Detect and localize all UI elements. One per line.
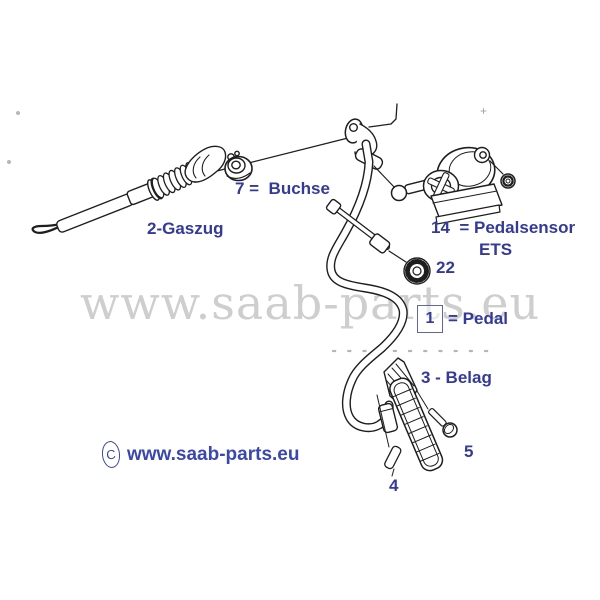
label-pedalsensor: 14 = Pedalsensor [431, 218, 576, 237]
label-gaszug: 2-Gaszug [147, 219, 224, 238]
cable-hook [31, 220, 70, 234]
label-pedal: 1 = Pedal [417, 305, 508, 333]
pedal-number-box: 1 [417, 305, 443, 333]
label-buchse: 7 = Buchse [235, 179, 330, 198]
copyright-icon: C [100, 440, 122, 469]
pedal-arm-drawing [326, 139, 408, 433]
body-panel-line [368, 103, 398, 128]
sensor-ear [473, 146, 491, 164]
bolt-alignment-line [416, 390, 429, 410]
label-bolt-number: 5 [464, 442, 474, 461]
label-ets: ETS [479, 240, 513, 259]
clip-drawing [384, 445, 402, 477]
nut-alignment-line [489, 160, 504, 175]
cable-rod-drawing [325, 198, 391, 254]
pedal-text: = Pedal [448, 308, 509, 328]
label-clip-number: 4 [389, 476, 399, 495]
label-belag: 3 - Belag [421, 368, 492, 387]
copyright-text: www.saab-parts.eu [127, 443, 300, 465]
copyright-symbol: C [105, 446, 117, 463]
clip-leader-line [376, 394, 390, 448]
faint-artifacts [7, 108, 499, 353]
pedal-number: 1 [425, 310, 435, 327]
cable-boot [184, 145, 227, 183]
grommet-leader-line [388, 250, 407, 263]
copyright: C www.saab-parts.eu [100, 440, 300, 469]
nut-drawing [500, 173, 516, 189]
bushing-drawing [224, 155, 253, 182]
bolt-drawing [428, 408, 458, 438]
gas-cable-drawing [31, 145, 240, 234]
sensor-bracket [430, 183, 503, 218]
grommet-drawing [403, 257, 431, 285]
label-grommet-number: 22 [436, 258, 455, 277]
watermark: www.saab-parts.eu [80, 276, 541, 330]
cable-outer-tube [56, 193, 134, 233]
sensor-ball-end [390, 184, 408, 202]
arm-end-sleeve [377, 402, 399, 434]
sensor-link-line [373, 165, 397, 190]
pedal-sensor-drawing [422, 146, 516, 225]
pedal-pad-drawing [383, 357, 444, 472]
